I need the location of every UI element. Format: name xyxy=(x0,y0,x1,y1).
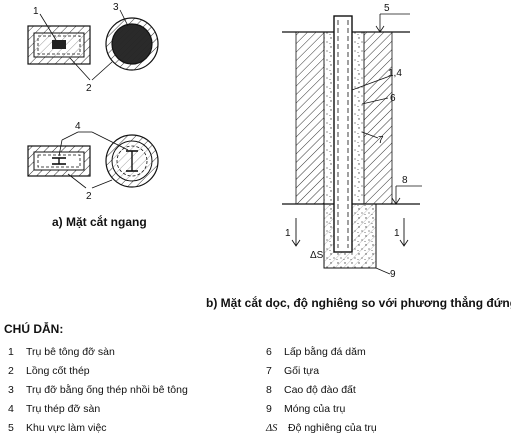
label-delta-s: ΔS xyxy=(310,250,324,261)
label-9: 9 xyxy=(390,269,396,280)
soil-walls xyxy=(295,32,393,204)
label-5: 5 xyxy=(384,3,390,14)
caption-cross-section: a) Mặt cắt ngang xyxy=(52,215,147,229)
arrow-1-right xyxy=(399,218,409,247)
label-1-left: 1 xyxy=(285,228,291,239)
section-steel-rect xyxy=(27,145,91,177)
label-4: 4 xyxy=(75,121,81,132)
leaders-top-sections xyxy=(39,9,129,81)
caption-longitudinal-section: b) Mặt cắt dọc, độ nghiêng so với phương… xyxy=(206,296,511,310)
arrow-1-left xyxy=(291,218,301,247)
label-3: 3 xyxy=(113,2,119,13)
section-steel-circle xyxy=(105,134,159,188)
label-2-bottom: 2 xyxy=(86,191,92,202)
section-steel-pipe-circle xyxy=(105,17,159,71)
leaders-bottom-sections xyxy=(58,131,129,189)
label-2-top: 2 xyxy=(86,83,92,94)
leader-7 xyxy=(361,131,379,139)
label-1-right: 1 xyxy=(394,228,400,239)
label-8: 8 xyxy=(402,175,408,186)
section-concrete-rect xyxy=(27,25,91,65)
leader-1-4 xyxy=(351,75,391,91)
label-1-top: 1 xyxy=(33,6,39,17)
label-1-4: 1,4 xyxy=(388,68,402,79)
label-7: 7 xyxy=(378,135,384,146)
legend-title: CHÚ DẪN: xyxy=(4,322,64,336)
label-6: 6 xyxy=(390,93,396,104)
leader-6 xyxy=(361,97,389,105)
pier-column xyxy=(333,15,353,253)
